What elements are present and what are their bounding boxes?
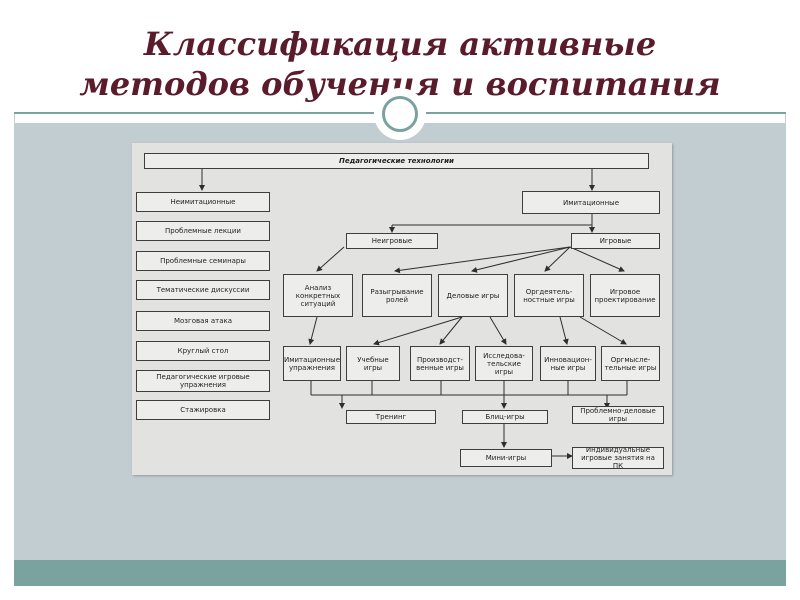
node-innovation-games: Инновацион- ные игры xyxy=(540,346,596,381)
connector-game-business xyxy=(471,246,571,273)
node-non-imitation-item: Тематические дискуссии xyxy=(136,280,270,300)
node-non-imitation-item: Мозговая атака xyxy=(136,311,270,331)
node-educational-games: Учебные игры xyxy=(346,346,400,381)
node-business-games: Деловые игры xyxy=(438,274,508,317)
node-pedagogical-technologies: Педагогические технологии xyxy=(144,153,649,169)
connector-non-game-analysis xyxy=(316,246,345,272)
connector-business-educational xyxy=(373,316,463,346)
node-non-imitation-item: Круглый стол xyxy=(136,341,270,361)
connector-organizational-innovation xyxy=(559,316,569,345)
connector-game-design xyxy=(569,246,625,272)
node-mini-games: Мини-игры xyxy=(460,449,552,467)
node-analysis: Анализ конкретных ситуаций xyxy=(283,274,353,317)
diagram-connectors xyxy=(199,169,628,459)
slide-title: Классификация активные методов обучения … xyxy=(14,24,786,104)
node-organizational-games: Оргдеятель- ностные игры xyxy=(514,274,584,317)
connector-business-production xyxy=(439,316,463,345)
node-game-design: Игровое проектирование xyxy=(590,274,660,317)
node-research-games: Исследова- тельские игры xyxy=(475,346,533,381)
node-individual-pc: Индивидуальные игровые занятия на ПК xyxy=(572,447,664,469)
node-role-play: Разыгрывание ролей xyxy=(362,274,432,317)
node-non-imitation: Неимитационные xyxy=(136,192,270,212)
connector-business-research xyxy=(489,316,507,345)
node-orgmental-games: Оргмысле- тельные игры xyxy=(601,346,660,381)
connector-analysis-exercises xyxy=(308,316,318,345)
decorative-ring-icon xyxy=(382,96,418,132)
node-blitz-games: Блиц-игры xyxy=(462,410,548,424)
node-training: Тренинг xyxy=(346,410,436,424)
connector-game-organizational xyxy=(544,246,571,272)
node-non-game: Неигровые xyxy=(346,233,438,249)
classification-diagram: Педагогические технологии Неимитационные… xyxy=(132,143,672,475)
node-non-imitation-item: Проблемные семинары xyxy=(136,251,270,271)
node-problem-business-games: Проблемно-деловые игры xyxy=(572,406,664,424)
node-imitation: Имитационные xyxy=(522,191,660,214)
slide-title-line-1: Классификация активные xyxy=(143,25,657,63)
connector-game-role-play xyxy=(394,246,571,274)
node-non-imitation-item: Педагогические игровые упражнения xyxy=(136,370,270,392)
node-game: Игровые xyxy=(571,233,660,249)
node-production-games: Производст- венные игры xyxy=(410,346,470,381)
footer-band xyxy=(14,560,786,586)
node-non-imitation-item: Стажировка xyxy=(136,400,270,420)
connector-organizational-orgmental xyxy=(579,316,627,345)
node-imitation-exercises: Имитационные упражнения xyxy=(283,346,341,381)
node-non-imitation-item: Проблемные лекции xyxy=(136,221,270,241)
